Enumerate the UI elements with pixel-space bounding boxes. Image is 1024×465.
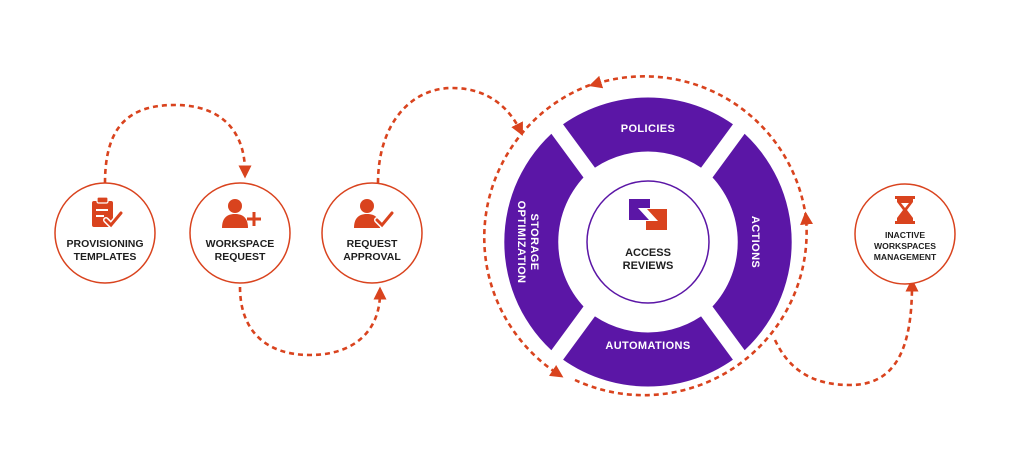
clipboard-check-icon	[92, 196, 124, 230]
center-label-line2: REVIEWS	[623, 260, 674, 272]
hourglass-icon	[895, 196, 915, 224]
segment-automations[interactable]	[557, 311, 739, 387]
segment-actions[interactable]	[707, 128, 792, 356]
step-label-workspace-line2: REQUEST	[215, 251, 266, 263]
step-label-approval-line2: APPROVAL	[343, 251, 401, 263]
user-plus-icon	[222, 199, 261, 228]
outer-cycle-arc-bottom	[574, 211, 814, 397]
segment-storage-optimization[interactable]	[504, 128, 589, 356]
segment-label-actions: ACTIONS	[749, 216, 761, 268]
segment-label-automations: AUTOMATIONS	[605, 340, 690, 352]
center-label-line1: ACCESS	[625, 247, 671, 259]
center-hub[interactable]	[586, 180, 710, 304]
outer-cycle-arc-left	[482, 83, 591, 378]
step-request-approval[interactable]: REQUEST APPROVAL	[321, 182, 423, 284]
step-provisioning-templates[interactable]: PROVISIONING TEMPLATES	[54, 182, 156, 284]
step-label-inactive-line1: INACTIVE	[885, 230, 925, 240]
connector-provisioning-to-request	[103, 103, 252, 184]
segment-label-policies: POLICIES	[621, 123, 676, 135]
segment-policies[interactable]	[557, 97, 739, 173]
access-review-wheel: POLICIES ACTIONS AUTOMATIONS STORAGE OPT…	[504, 97, 792, 387]
outer-cycle-arc-top	[588, 75, 808, 219]
connector-wheel-to-inactive	[773, 278, 919, 387]
user-check-icon	[354, 199, 395, 230]
step-label-provisioning-line2: TEMPLATES	[74, 251, 137, 263]
step-workspace-request[interactable]: WORKSPACE REQUEST	[189, 182, 291, 284]
step-label-inactive-line2: WORKSPACES	[874, 241, 936, 251]
step-label-inactive-line3: MANAGEMENT	[874, 252, 937, 262]
connector-request-to-approval	[238, 286, 387, 357]
step-label-approval-line1: REQUEST	[347, 238, 398, 250]
segment-label-optimization: OPTIMIZATION	[515, 201, 527, 284]
logo-icon	[629, 199, 667, 230]
segment-label-storage: STORAGE	[528, 214, 540, 271]
step-label-provisioning-line1: PROVISIONING	[66, 238, 143, 250]
step-label-workspace-line1: WORKSPACE	[206, 238, 275, 250]
step-inactive-workspaces[interactable]: INACTIVE WORKSPACES MANAGEMENT	[854, 183, 956, 285]
connector-approval-to-wheel	[376, 86, 523, 184]
